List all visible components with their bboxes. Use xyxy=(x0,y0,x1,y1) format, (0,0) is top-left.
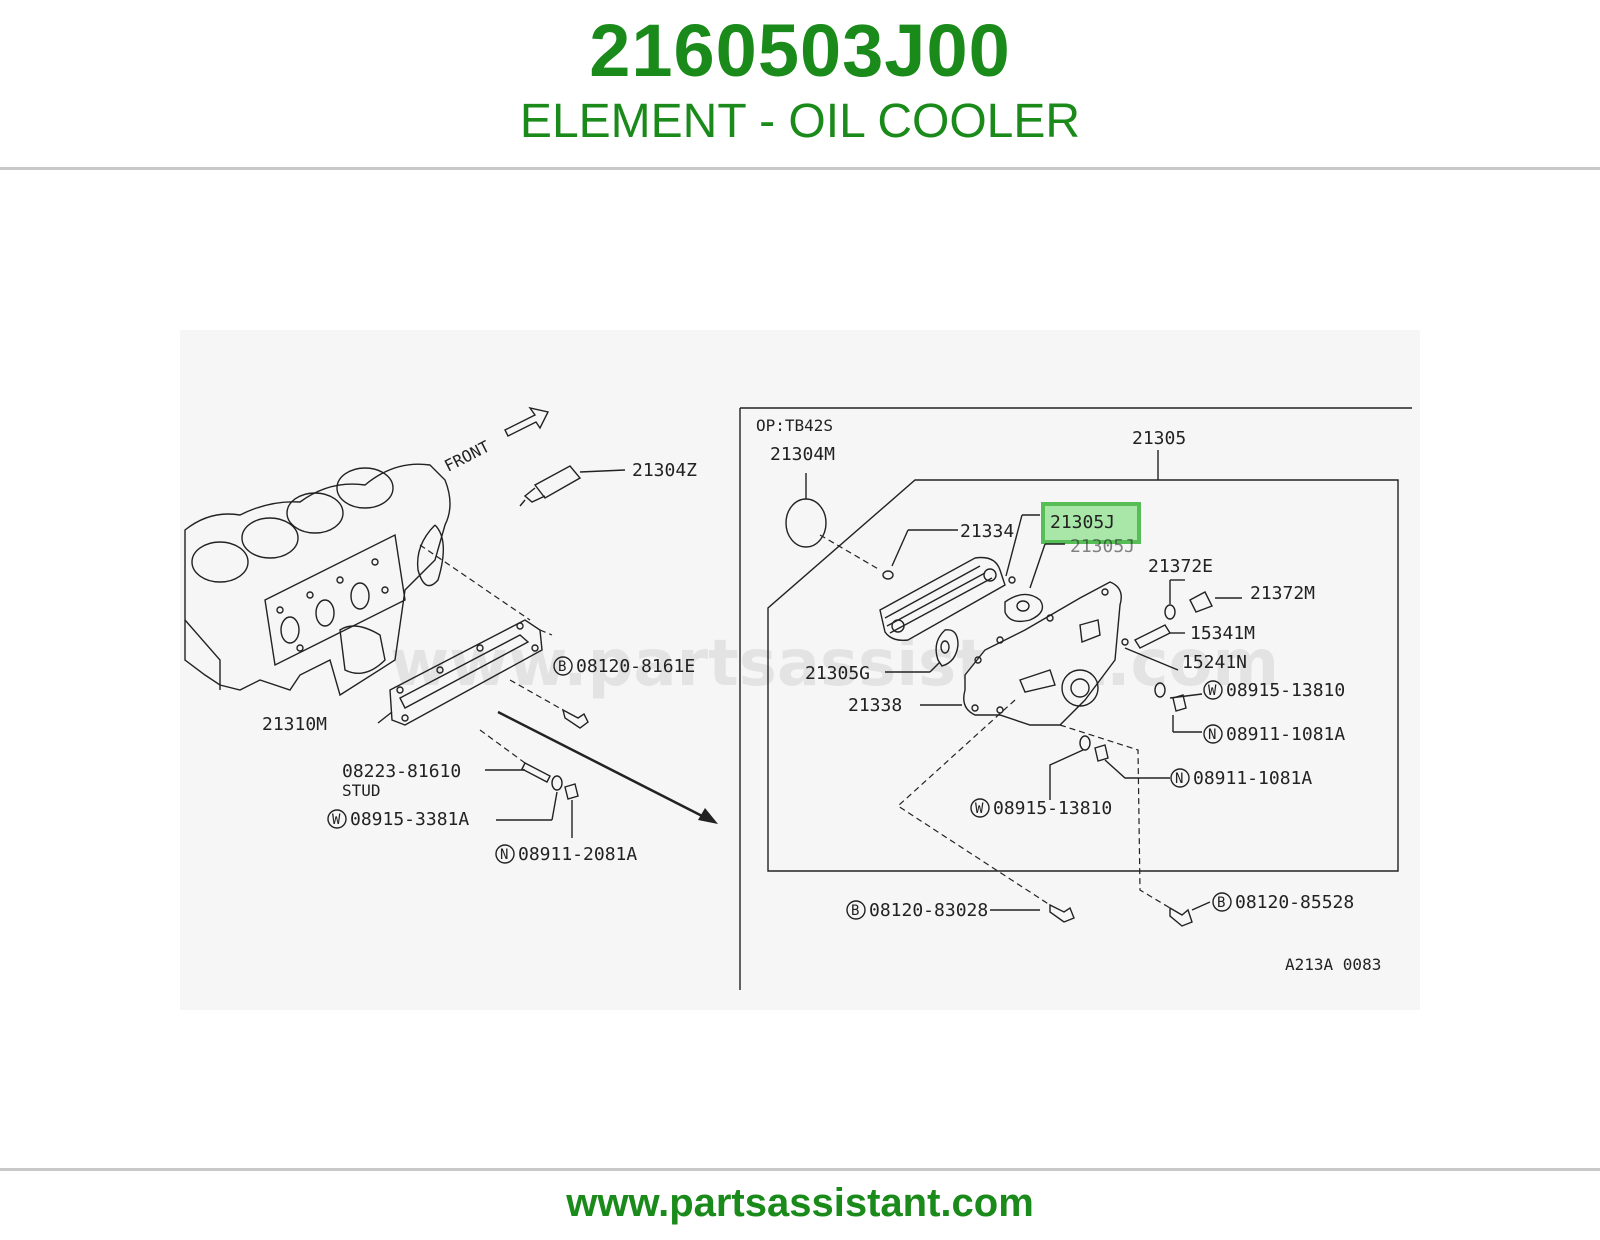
top-divider xyxy=(0,167,1600,170)
detail-panel-frame xyxy=(739,407,1412,990)
parts-diagram: www.partsassistant.com FRONT xyxy=(180,330,1420,1010)
callout-21305: 21305 xyxy=(1132,428,1186,449)
stud-washer-nut-drawing xyxy=(479,729,579,838)
figure-code: A213A 0083 xyxy=(1285,955,1381,974)
callout-21305j-partially-hidden: 21305J xyxy=(1070,536,1135,557)
watermark-text: www.partsassistant.com xyxy=(390,627,1279,701)
o-ring-drawing xyxy=(785,498,827,548)
bolt-08120-85528-drawing xyxy=(1169,906,1193,927)
engine-block-drawing xyxy=(184,463,451,697)
callout-08915-13810-b: 08915-13810 xyxy=(993,798,1112,819)
cover-gasket-drawing xyxy=(377,544,553,726)
callout-15341m: 15341M xyxy=(1190,623,1255,644)
callout-08911-2081a: 08911-2081A xyxy=(518,844,637,865)
detail-pointer-arrow xyxy=(497,710,718,824)
part-number-title: 2160503J00 xyxy=(589,9,1011,92)
callout-21338: 21338 xyxy=(848,695,902,716)
callout-08223-81610: 08223-81610 xyxy=(342,761,461,782)
callout-21310m: 21310M xyxy=(262,714,327,735)
oil-cooler-element-drawing xyxy=(879,556,1016,642)
callout-08911-1081a-b: 08911-1081A xyxy=(1193,768,1312,789)
callout-08120-85528: 08120-85528 xyxy=(1235,892,1354,913)
callout-21305j[interactable]: 21305J xyxy=(1050,512,1115,533)
front-arrow: FRONT xyxy=(441,406,550,476)
gasket-drawing xyxy=(1004,593,1044,623)
parts-diagram-svg: www.partsassistant.com FRONT xyxy=(184,406,1412,990)
fastener-type-w-1: W xyxy=(332,812,341,828)
footer-website-link[interactable]: www.partsassistant.com xyxy=(566,1181,1034,1225)
callout-08915-3381a: 08915-3381A xyxy=(350,809,469,830)
callout-21334: 21334 xyxy=(960,521,1014,542)
callout-15241n: 15241N xyxy=(1182,652,1247,673)
fastener-type-b-3: B xyxy=(1217,895,1225,911)
highlighted-part-box[interactable] xyxy=(1041,502,1141,544)
callout-08915-13810-a: 08915-13810 xyxy=(1226,680,1345,701)
washer-21372e-drawing xyxy=(1164,604,1176,620)
fastener-type-n-3: N xyxy=(1175,771,1183,787)
callout-21372m: 21372M xyxy=(1250,583,1315,604)
callout-stud: STUD xyxy=(342,781,381,800)
front-label: FRONT xyxy=(441,437,493,476)
page-header: 2160503J00 ELEMENT - OIL COOLER xyxy=(0,0,1600,170)
callout-21304m: 21304M xyxy=(770,444,835,465)
callout-21305g: 21305G xyxy=(805,663,870,684)
plug-21372m-drawing xyxy=(1189,591,1213,613)
callout-21304z: 21304Z xyxy=(632,460,697,481)
fastener-type-b-2: B xyxy=(851,903,859,919)
fastener-type-b-1: B xyxy=(558,659,566,675)
oil-cooler-housing-drawing xyxy=(963,581,1122,726)
gasket-21305g-drawing xyxy=(935,629,959,667)
part-name-subtitle: ELEMENT - OIL COOLER xyxy=(519,95,1081,148)
fastener-type-w-2: W xyxy=(1208,683,1217,699)
fastener-type-w-3: W xyxy=(975,801,984,817)
fastener-type-n-1: N xyxy=(500,847,508,863)
callout-08120-83028: 08120-83028 xyxy=(869,900,988,921)
callout-08911-1081a-a: 08911-1081A xyxy=(1226,724,1345,745)
fastener-type-n-2: N xyxy=(1208,727,1216,743)
bolt-08120-83028-drawing xyxy=(1049,903,1075,923)
sealant-tube-drawing xyxy=(519,465,626,507)
option-label: OP:TB42S xyxy=(756,416,833,435)
bolt-08120-8161e-drawing xyxy=(509,679,589,729)
bottom-divider xyxy=(0,1168,1600,1171)
callout-21372e: 21372E xyxy=(1148,556,1213,577)
callout-08120-8161e: 08120-8161E xyxy=(576,656,695,677)
